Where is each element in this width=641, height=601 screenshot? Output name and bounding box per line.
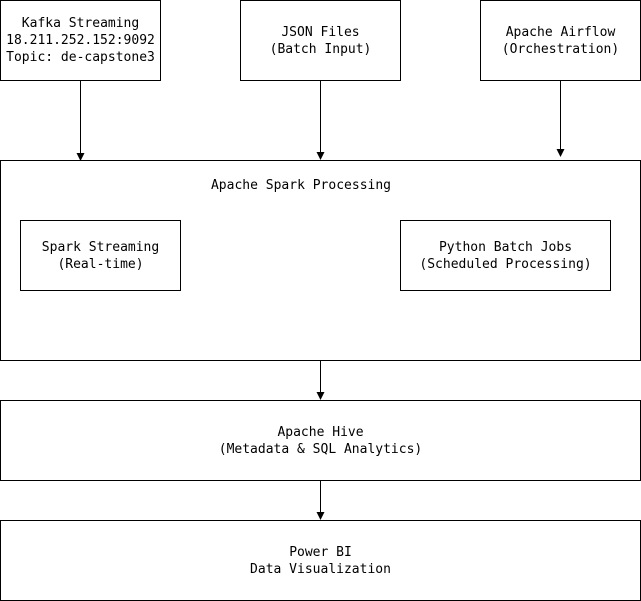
power-bi-node: Power BI Data Visualization (0, 520, 641, 601)
kafka-topic: Topic: de-capstone3 (6, 50, 155, 65)
spark-streaming-title: Spark Streaming (41, 239, 160, 255)
spark-streaming-subtitle: (Real-time) (57, 256, 144, 272)
hive-title: Apache Hive (277, 424, 364, 440)
spark-processing-title: Apache Spark Processing (210, 178, 391, 193)
hive-subtitle: (Metadata & SQL Analytics) (218, 441, 423, 457)
apache-hive-node: Apache Hive (Metadata & SQL Analytics) (0, 400, 641, 481)
powerbi-title: Power BI (289, 544, 352, 560)
python-batch-title: Python Batch Jobs (438, 239, 573, 255)
spark-streaming-node: Spark Streaming (Real-time) (20, 220, 181, 291)
airflow-title: Apache Airflow (505, 24, 616, 40)
json-files-subtitle: (Batch Input) (269, 41, 372, 57)
json-files-node: JSON Files (Batch Input) (240, 0, 401, 81)
kafka-title: Kafka Streaming (21, 16, 140, 31)
python-batch-subtitle: (Scheduled Processing) (419, 256, 592, 272)
python-batch-jobs-node: Python Batch Jobs (Scheduled Processing) (400, 220, 611, 291)
airflow-subtitle: (Orchestration) (501, 41, 620, 57)
powerbi-subtitle: Data Visualization (250, 561, 391, 577)
json-files-title: JSON Files (281, 24, 360, 40)
kafka-streaming-node: Kafka Streaming 18.211.252.152:9092 Topi… (0, 0, 161, 81)
apache-airflow-node: Apache Airflow (Orchestration) (480, 0, 641, 81)
kafka-address: 18.211.252.152:9092 (6, 33, 155, 48)
